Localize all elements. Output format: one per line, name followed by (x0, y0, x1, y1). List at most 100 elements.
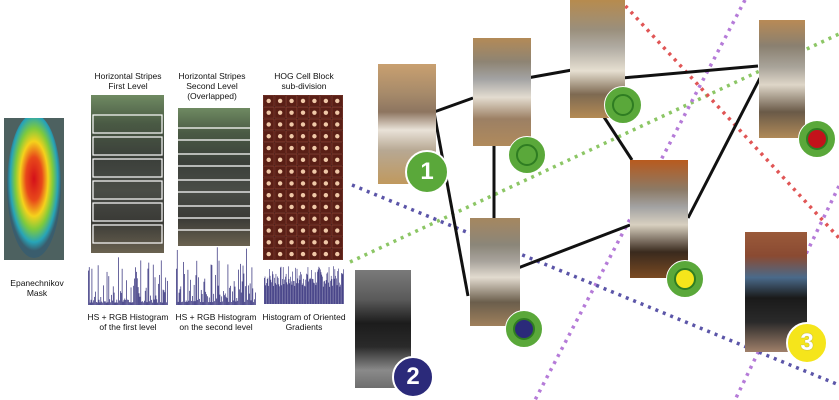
histogram-bar (240, 292, 242, 305)
histogram-bar (178, 292, 180, 305)
histogram-bar (112, 286, 114, 305)
histogram-bar (321, 274, 323, 304)
node-marker-green-2 (604, 86, 642, 124)
graph-edge (433, 96, 474, 114)
histogram-bar (117, 302, 119, 305)
histogram-bar (97, 265, 99, 305)
hog-cell-glyph (335, 181, 340, 186)
histogram-bar (312, 278, 313, 304)
histogram-bar (340, 284, 341, 304)
histogram-bar (162, 289, 164, 305)
histogram-bar (285, 276, 286, 304)
histogram-bar (130, 287, 132, 305)
hog-cell-glyph (312, 240, 317, 245)
histogram-bar (232, 300, 234, 305)
histogram-bar (294, 285, 296, 304)
histogram-bar (215, 274, 216, 305)
node-number-1: 1 (420, 158, 434, 185)
histogram-bar (182, 301, 183, 305)
hist-second-label: HS + RGB Histogram on the second level (175, 312, 257, 332)
person-photo-6 (630, 160, 688, 278)
histogram-bar (108, 276, 110, 305)
person-photo-5 (470, 218, 520, 326)
histogram-bar (224, 295, 225, 305)
hog-cell-glyph (300, 169, 306, 174)
histogram-bar (309, 277, 311, 304)
histogram-bar (229, 287, 231, 305)
node-marker-green-2-inner (612, 94, 634, 116)
histogram-bar (176, 249, 178, 305)
histogram-bar (333, 278, 335, 304)
histogram-bar (90, 299, 92, 305)
hog-cell-glyph (266, 240, 271, 245)
hog-cell-glyph (323, 122, 329, 127)
histogram-bar (231, 302, 232, 305)
histogram-bar (293, 280, 295, 304)
histogram-bar (201, 293, 203, 305)
histogram-bar (308, 281, 309, 304)
hog-cell-glyph (300, 134, 306, 139)
histogram-bar (280, 266, 282, 304)
histogram-bar (126, 280, 127, 305)
dotted-line-red (618, 0, 839, 240)
hog-cell-glyph (266, 157, 271, 163)
hog-cell-glyph (277, 134, 283, 139)
node-marker-red (798, 120, 836, 158)
hog-cell-glyph (289, 240, 294, 245)
node-number-2: 2 (406, 363, 420, 390)
hog-cell-glyph (335, 98, 340, 104)
histogram-bar (146, 302, 148, 305)
histogram-bar (91, 268, 93, 305)
histogram-bar (200, 289, 202, 305)
histogram-bar (196, 260, 198, 305)
histogram-bar (277, 276, 278, 304)
histogram-bar (277, 278, 279, 304)
histogram-bar (278, 284, 280, 304)
histogram-bar (148, 262, 150, 305)
histogram-bar (325, 283, 326, 304)
graph-edge (621, 64, 759, 80)
histogram-bar (309, 279, 310, 304)
histogram-bar (104, 301, 105, 305)
histogram-bar (239, 289, 240, 305)
histogram-bar (132, 302, 134, 305)
histogram-bar (200, 301, 201, 305)
hog-cell-glyph (300, 192, 306, 198)
hog-cell-glyph (323, 251, 329, 257)
histogram-bar (305, 279, 307, 304)
histogram-bar (320, 272, 322, 304)
hog-cell-glyph (266, 204, 271, 210)
histogram-bar (198, 277, 199, 305)
graph-edge (432, 111, 470, 297)
histogram-bar (142, 301, 143, 305)
histogram-bar (154, 277, 156, 305)
node-badge-3: 3 (786, 322, 828, 364)
histogram-bar (187, 269, 189, 305)
histogram-bar (157, 302, 159, 305)
histogram-bar (136, 278, 138, 305)
histogram-bar (180, 286, 182, 305)
histogram-bar (331, 279, 333, 304)
histogram-bar (248, 285, 249, 305)
histogram-bar (219, 294, 221, 305)
histogram-bar (322, 276, 323, 304)
histogram-bar (176, 268, 177, 305)
histogram-bar (275, 273, 277, 304)
histogram-bar (265, 285, 267, 304)
histogram-bar (216, 247, 218, 305)
histogram-bar (330, 275, 332, 304)
hog-cell-glyph (312, 98, 317, 104)
histogram-bar (266, 283, 267, 304)
histogram-bar (144, 290, 146, 305)
hog-cell-glyph (323, 110, 329, 115)
hog-cell-glyph (277, 110, 283, 115)
hog-cell-glyph (277, 251, 283, 257)
histogram-bar (327, 272, 328, 304)
stripes-second-image (178, 108, 250, 246)
histogram-bar (267, 277, 269, 304)
histogram-bar (287, 284, 288, 304)
histogram-bar (234, 286, 236, 305)
dotted-line-green (349, 32, 839, 264)
histogram-bar (128, 299, 129, 305)
histogram-bar (134, 278, 135, 305)
